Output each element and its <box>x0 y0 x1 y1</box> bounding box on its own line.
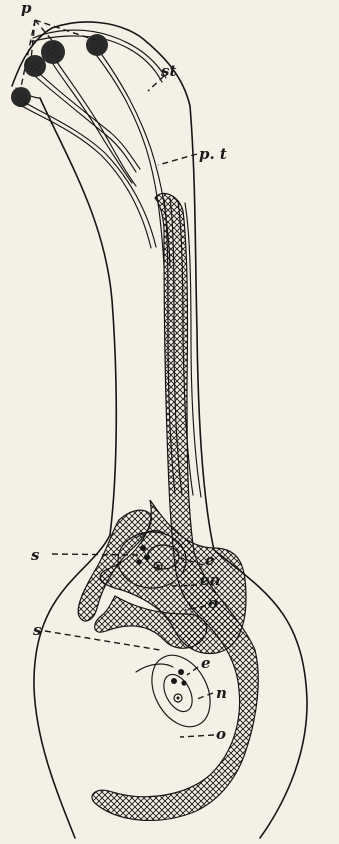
ovule-lower-label: o <box>216 725 226 743</box>
pistil-outline <box>12 22 307 838</box>
synergids-lower-label: s <box>33 621 42 639</box>
pollen-grains <box>11 34 108 107</box>
pollen-label: p <box>21 0 32 17</box>
pollen-tubes <box>20 55 170 266</box>
endosperm-nucleus-label: en <box>200 571 220 589</box>
ovule-upper-label: o <box>208 594 218 612</box>
nucellus-label: n <box>216 684 227 702</box>
egg-lower-label: e <box>201 654 211 672</box>
egg-upper-label: e <box>205 551 215 569</box>
stigma-label: st <box>161 62 176 80</box>
pollen-tube-label: p. t <box>199 145 227 163</box>
synergids-upper-label: s <box>31 546 40 564</box>
